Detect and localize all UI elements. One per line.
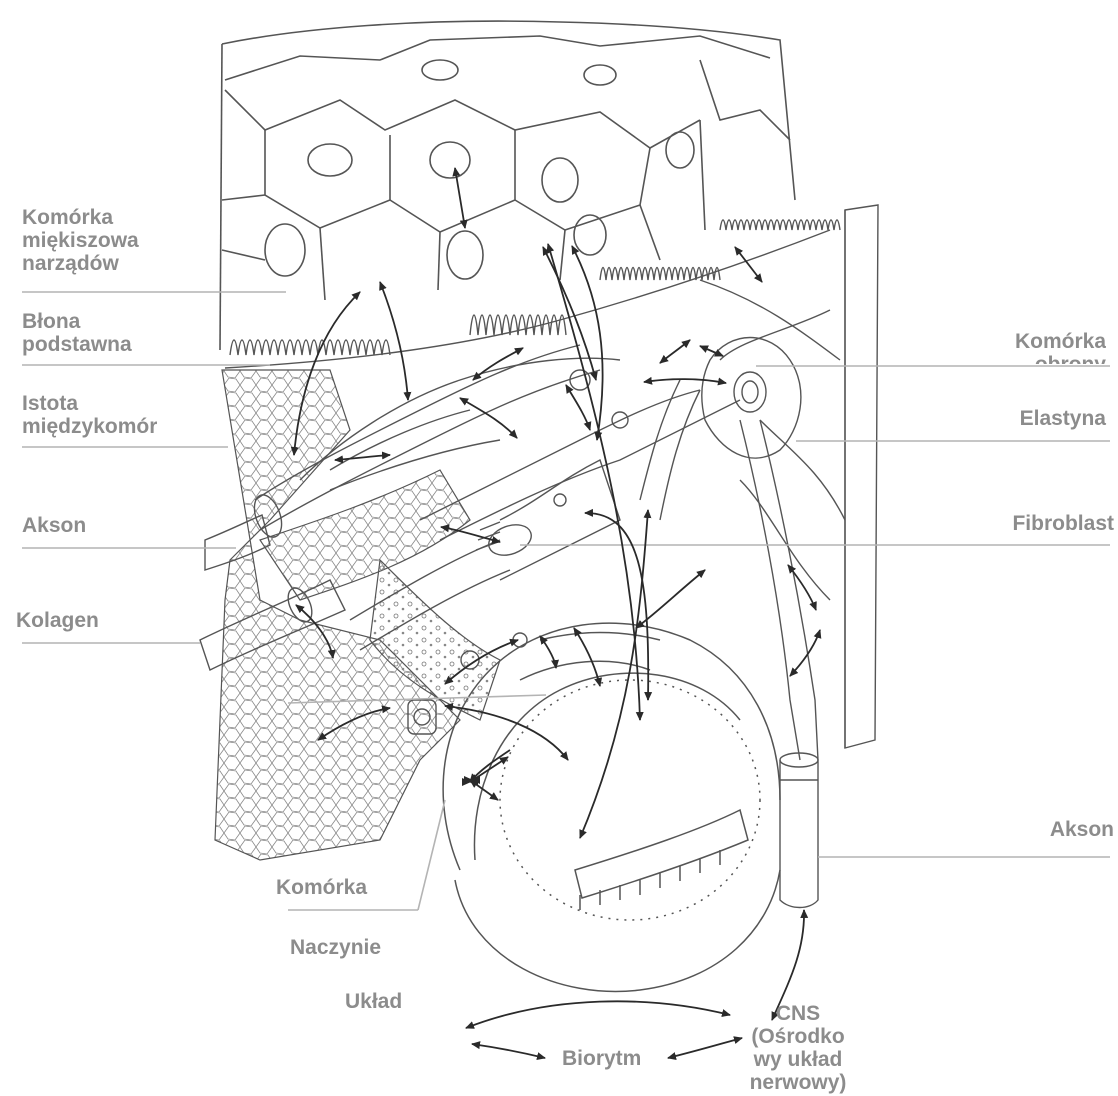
arrow-22 bbox=[540, 636, 556, 668]
arrow-25 bbox=[788, 565, 816, 610]
arrow-13 bbox=[335, 455, 390, 460]
arrow-7 bbox=[660, 340, 690, 363]
arrow-24 bbox=[636, 570, 705, 628]
label-elastin: Elastyna bbox=[1020, 407, 1106, 430]
label-parenchyma-cell: Komórka miękiszowa narządów bbox=[22, 206, 139, 275]
right-panel bbox=[700, 205, 878, 748]
arrow-12 bbox=[566, 385, 590, 430]
label-system: Układ bbox=[345, 990, 402, 1013]
arrow-biorhythm-left bbox=[472, 1044, 545, 1058]
arrow-biorhythm-top bbox=[466, 1001, 730, 1028]
arrow-10 bbox=[473, 348, 523, 380]
leader-lines bbox=[22, 292, 1110, 910]
label-axon-left: Akson bbox=[22, 514, 86, 537]
label-vessel: Naczynie bbox=[290, 936, 381, 959]
label-ground-substance: Istota międzykomór bbox=[22, 392, 157, 448]
arrow-1 bbox=[455, 168, 465, 228]
label-cell: Komórka bbox=[276, 876, 367, 899]
label-defense-cell: Komórka obrony bbox=[966, 330, 1106, 364]
arrow-3 bbox=[380, 282, 408, 400]
arrow-6 bbox=[735, 247, 762, 282]
arrow-biorhythm-right bbox=[668, 1038, 742, 1058]
arrow-vessel-out bbox=[470, 757, 508, 782]
microvilli bbox=[225, 220, 840, 368]
epithelium-cells bbox=[220, 21, 795, 350]
arrow-8 bbox=[700, 346, 723, 356]
arrow-9 bbox=[644, 379, 726, 383]
label-cns: CNS (Ośrodko wy układ nerwowy) bbox=[742, 1002, 854, 1094]
label-biorhythm: Biorytm bbox=[562, 1047, 641, 1070]
label-axon-right: Akson bbox=[1050, 818, 1114, 841]
label-fibroblast: Fibroblast bbox=[1012, 512, 1114, 535]
leader-cell-up bbox=[418, 800, 445, 910]
arrow-11 bbox=[460, 398, 517, 438]
label-collagen: Kolagen bbox=[16, 609, 99, 632]
label-basement-membrane: Błona podstawna bbox=[22, 310, 132, 356]
